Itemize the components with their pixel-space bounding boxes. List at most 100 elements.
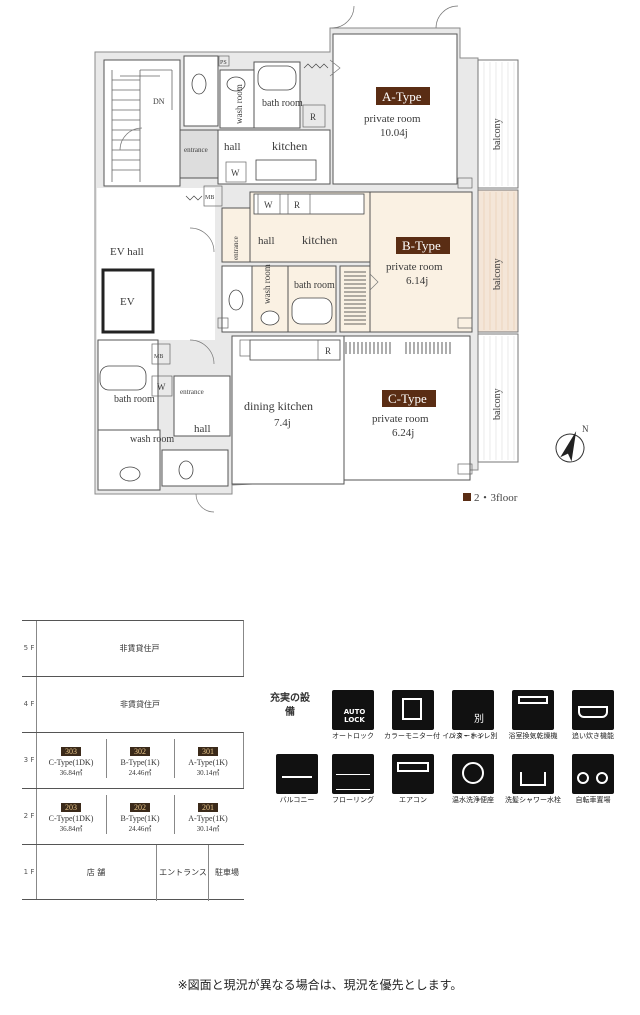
ev-label: EV <box>120 296 135 308</box>
stair-down-label: DN <box>153 97 165 106</box>
floor-1-number: 1 F <box>22 845 37 899</box>
unit-303-type: C-Type(1DK) <box>48 758 94 767</box>
floor-4-row: 4 F 非賃貸住戸 <box>22 676 244 732</box>
auto-lock-label: オートロック <box>332 732 374 740</box>
floor-4-number: 4 F <box>22 677 37 732</box>
balcony-c-label: balcony <box>492 388 503 420</box>
shampoo-shower-icon <box>512 754 554 794</box>
floor-5-number: 5 F <box>22 621 37 676</box>
bath-toilet-text: 別 <box>474 714 484 725</box>
flooring-label: フローリング <box>332 796 374 804</box>
floor-legend-label: 2・3floor <box>474 492 518 504</box>
balcony-b-label: balcony <box>492 258 503 290</box>
amenity-bicycle: 自転車置場 <box>564 754 622 804</box>
floor-5-label: 非賃貸住戸 <box>119 644 160 653</box>
b-kitchen-label: kitchen <box>302 233 337 247</box>
bath-toilet-separate-icon: 別 <box>452 690 494 730</box>
c-entrance-label: entrance <box>180 388 204 396</box>
amenity-balcony: バルコニー <box>268 754 326 804</box>
aircon-label: エアコン <box>399 796 427 804</box>
unit-202-area: 24.46㎡ <box>128 825 152 833</box>
amenity-auto-lock: AUTO LOCK オートロック <box>324 690 382 740</box>
balcony-b <box>477 189 519 333</box>
bicycle-parking-icon <box>572 754 614 794</box>
a-r-label: R <box>310 112 316 122</box>
washlet-label: 温水洗浄便座 <box>452 796 494 804</box>
unit-201-type: A-Type(1K) <box>188 814 228 823</box>
unit-302-type: B-Type(1K) <box>120 758 160 767</box>
compass-icon <box>555 431 585 463</box>
a-room-label: private room <box>364 113 421 125</box>
amenity-intercom: カラーモニター付 インターホン <box>384 690 485 740</box>
unit-303-number: 303 <box>61 747 81 756</box>
floor-5-row: 5 F 非賃貸住戸 <box>22 620 244 676</box>
floor-1-entrance: エントランス <box>156 845 209 901</box>
unit-301[interactable]: 301 A-Type(1K) 30.14㎡ <box>174 739 241 778</box>
amenity-washlet: 温水洗浄便座 <box>444 754 502 804</box>
elevator-shaft <box>101 268 155 334</box>
reheating-bath-icon <box>572 690 614 730</box>
unit-301-number: 301 <box>198 747 218 756</box>
washlet-icon <box>452 754 494 794</box>
unit-203-area: 36.84㎡ <box>59 825 83 833</box>
compass-label: N <box>582 424 589 434</box>
reheating-label: 追い炊き機能 <box>572 732 614 740</box>
b-type-badge <box>396 237 450 254</box>
unit-302-area: 24.46㎡ <box>128 769 152 777</box>
a-kitchen-label: kitchen <box>272 139 307 153</box>
balcony-a <box>477 59 519 189</box>
unit-303[interactable]: 303 C-Type(1DK) 36.84㎡ <box>38 739 104 778</box>
unit-303-area: 36.84㎡ <box>59 769 83 777</box>
b-wash-label: wash room <box>262 264 272 304</box>
unit-302-number: 302 <box>130 747 150 756</box>
a-wash-label: wash room <box>234 84 244 124</box>
unit-201-area: 30.14㎡ <box>196 825 220 833</box>
ev-hall-label: EV hall <box>110 246 144 258</box>
c-room-size: 6.24j <box>392 427 414 439</box>
shower-label: 洗髪シャワー水栓 <box>505 796 561 804</box>
b-hall-label: hall <box>258 235 275 247</box>
c-room-label: private room <box>372 413 429 425</box>
mb-label-2: MB <box>205 195 214 201</box>
c-type-label: C-Type <box>388 391 427 406</box>
amenity-flooring: フローリング <box>324 754 382 804</box>
unit-202-number: 202 <box>130 803 150 812</box>
balcony-amenity-label: バルコニー <box>279 796 315 804</box>
floor-plan: DN UP EV hall EV balcony balcony balcony <box>94 5 589 513</box>
a-hall-label: hall <box>224 141 241 153</box>
mb-label: MB <box>154 354 163 360</box>
unit-203-type: C-Type(1DK) <box>48 814 94 823</box>
a-bath-label: bath room <box>262 98 303 109</box>
unit-203[interactable]: 203 C-Type(1DK) 36.84㎡ <box>38 795 104 834</box>
unit-202[interactable]: 202 B-Type(1K) 24.46㎡ <box>106 795 173 834</box>
amenity-reheating: 追い炊き機能 <box>564 690 622 740</box>
disclaimer-note: ※図面と現況が異なる場合は、現況を優先とします。 <box>177 978 463 992</box>
a-type-label: A-Type <box>382 89 422 104</box>
intercom-label: カラーモニター付 インターホン <box>384 732 485 740</box>
c-type-badge <box>382 390 436 407</box>
bicycle-label: 自転車置場 <box>575 796 611 804</box>
floor-3-number: 3 F <box>22 733 37 788</box>
unit-201[interactable]: 201 A-Type(1K) 30.14㎡ <box>174 795 241 834</box>
unit-302[interactable]: 302 B-Type(1K) 24.46㎡ <box>106 739 173 778</box>
ps-label: PS <box>220 60 227 66</box>
auto-lock-icon: AUTO LOCK <box>332 690 374 730</box>
a-room-size: 10.04j <box>380 127 408 139</box>
amenity-bath-toilet: 別 バス・トイレ別 <box>444 690 502 740</box>
floor-1-shop: 店 舗 <box>86 868 106 877</box>
floor-4-label: 非賃貸住戸 <box>120 700 160 709</box>
unit-301-type: A-Type(1K) <box>188 758 228 767</box>
balcony-a-label: balcony <box>492 118 503 150</box>
bath-toilet-label: バス・トイレ別 <box>448 732 498 740</box>
unit-203-number: 203 <box>61 803 81 812</box>
amenity-aircon: エアコン <box>384 754 442 804</box>
amenities-heading: 充実の設 備 <box>270 693 310 718</box>
b-bath-label: bath room <box>294 280 335 291</box>
dryer-label: 浴室換気乾燥機 <box>508 732 558 740</box>
c-r-label: R <box>325 346 331 356</box>
bathroom-dryer-icon <box>512 690 554 730</box>
auto-lock-text: AUTO LOCK <box>343 708 366 724</box>
a-type-badge <box>376 87 430 105</box>
floor-1-row: 1 F 店 舗 エントランス 駐車場 <box>22 844 244 901</box>
balcony-icon <box>276 754 318 794</box>
